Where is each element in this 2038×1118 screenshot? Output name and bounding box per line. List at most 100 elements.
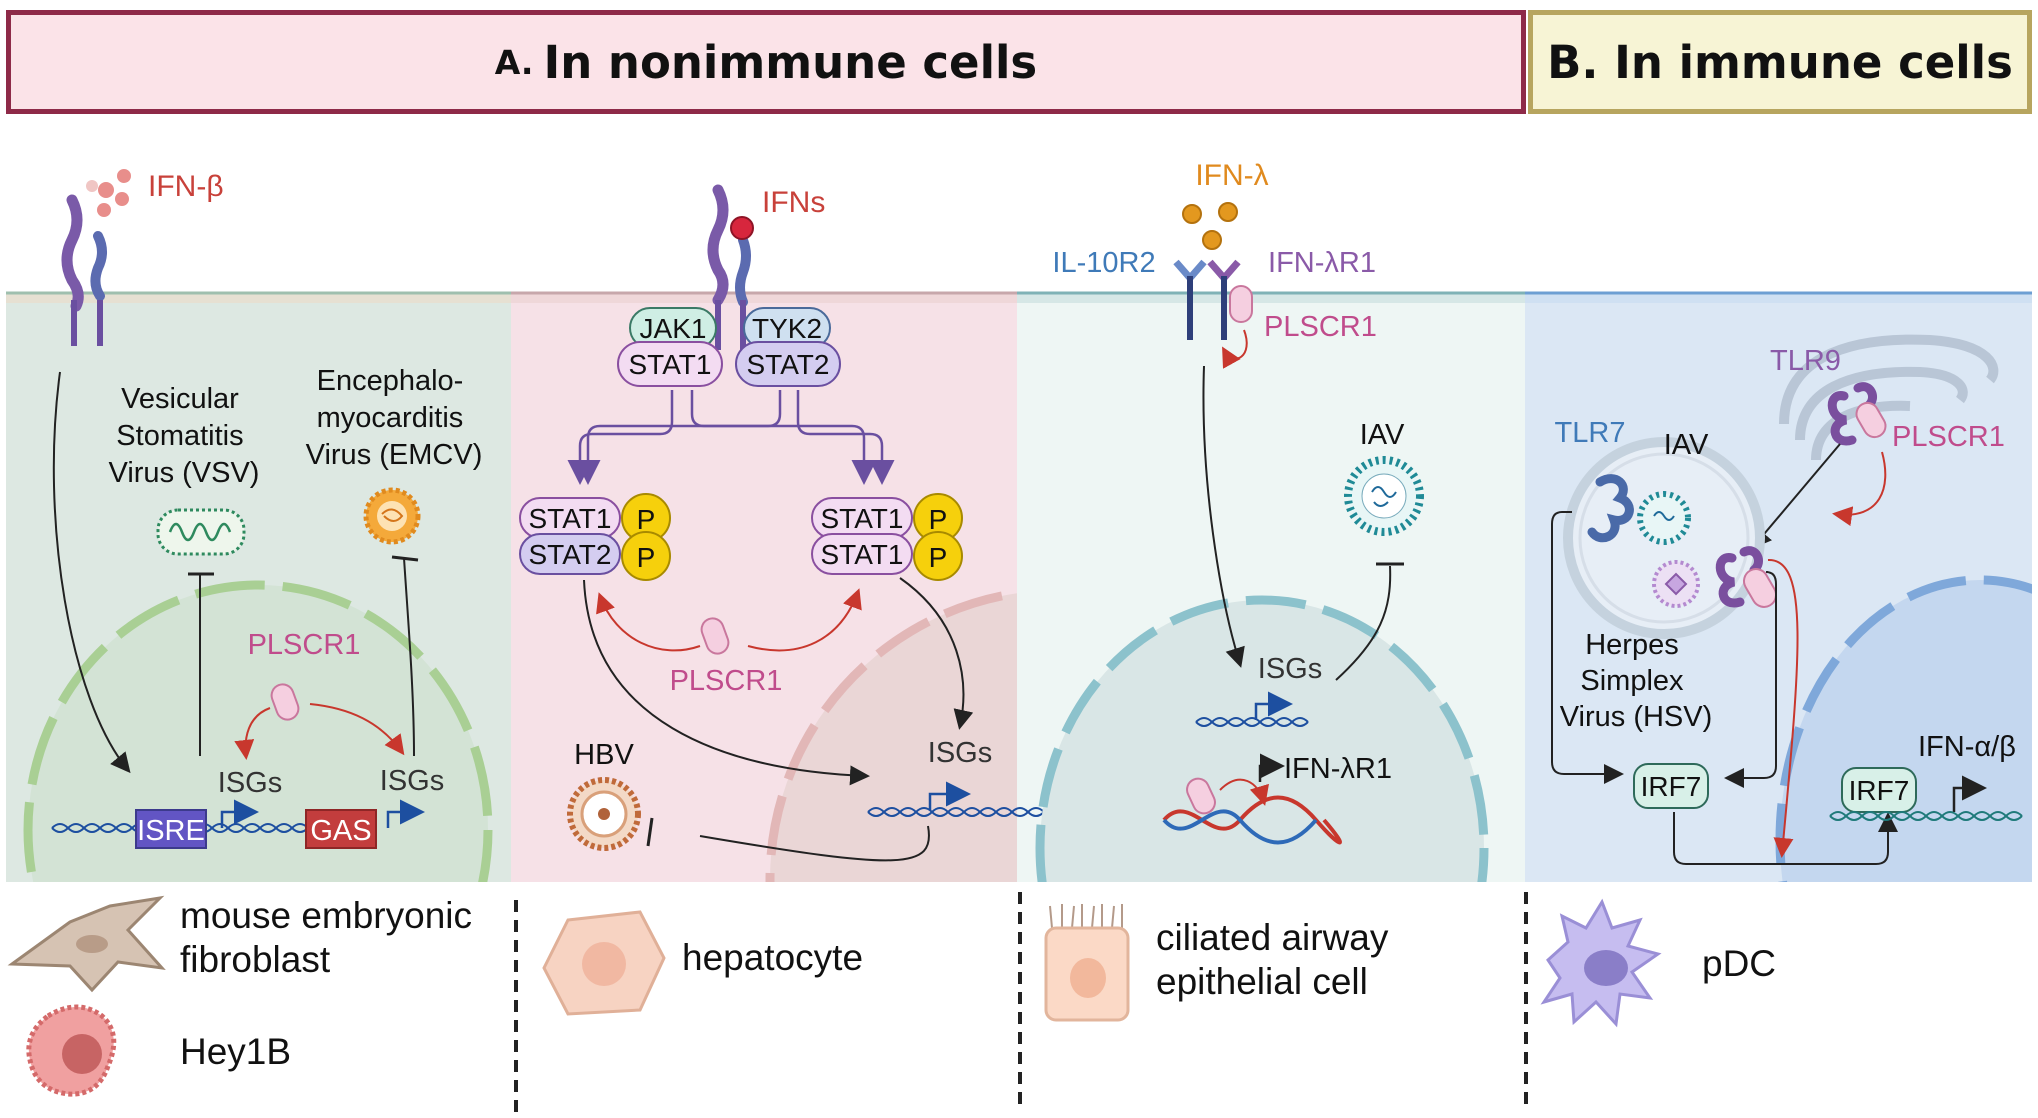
- header-a-title: In nonimmune cells: [543, 35, 1038, 89]
- pdc-label: pDC: [1702, 943, 1776, 984]
- plscr1-arrow-right: [309, 703, 405, 756]
- vsv-label: Vesicular Stomatitis Virus (VSV): [109, 383, 260, 489]
- plscr1-arrow-left: [234, 707, 271, 760]
- panel4-iav-label: IAV: [1664, 429, 1709, 461]
- panel2-isgs-label: ISGs: [928, 737, 992, 769]
- header-b-title: B. In immune cells: [1547, 35, 2013, 89]
- isre-label: ISRE: [137, 815, 205, 847]
- hey1b-label: Hey1B: [180, 1031, 291, 1072]
- tlr7-label: TLR7: [1555, 417, 1626, 449]
- stat2-box: [735, 341, 841, 387]
- panel3-plscr1-label: PLSCR1: [1264, 311, 1377, 343]
- panel2-nucleus: [765, 588, 1017, 882]
- arrow-dimer-right-to-isgs: [899, 577, 974, 730]
- phospho-left-1-label: P: [637, 504, 656, 535]
- hepatocyte-label: hepatocyte: [682, 937, 863, 978]
- isgs-inhibit-emcv: [403, 557, 415, 757]
- panel3-iav-label: IAV: [1360, 419, 1405, 451]
- ifns-ligand: [730, 216, 754, 240]
- il10r2-label: IL-10R2: [1052, 247, 1155, 279]
- phospho-right-2-label: P: [929, 542, 948, 573]
- panel3-plscr1-nuclear: [1186, 777, 1216, 815]
- pdc-cell-icon: [1540, 898, 1662, 1028]
- membrane-panel4: [1525, 291, 2032, 303]
- isgs-right-label: ISGs: [380, 765, 444, 797]
- irf7-right-box: [1841, 767, 1917, 813]
- stat-dimerization-arrows: [567, 390, 895, 485]
- hsv-label: Herpes Simplex Virus (HSV): [1560, 629, 1713, 733]
- panel3-tss-arrow-isgs: [1254, 691, 1293, 720]
- dimer-right-stat1b: [811, 533, 913, 575]
- panel1-plscr1-protein: [270, 683, 300, 721]
- ifn-beta-label: IFN-β: [148, 170, 224, 203]
- ifnlr1-receptor: [1207, 259, 1241, 340]
- plscr1-arrow-endosome: [1832, 451, 1887, 527]
- ifnlr1-gene-label: IFN-λR1: [1284, 753, 1392, 785]
- ifn-lambda-label: IFN-λ: [1195, 159, 1268, 192]
- plscr1-arrow-nucleus: [1767, 558, 1799, 858]
- membrane-panel1: [6, 291, 511, 303]
- irf7-left-label: IRF7: [1641, 771, 1702, 802]
- phospho-right-1-label: P: [929, 504, 948, 535]
- endosome-inner: [1578, 452, 1750, 624]
- panel3-iav-virus-icon: [1344, 456, 1424, 536]
- gas-label: GAS: [310, 815, 371, 847]
- panel3-isgs-label: ISGs: [1258, 653, 1322, 685]
- irf7-right-label: IRF7: [1849, 775, 1910, 806]
- panel4-dna-strand: [1829, 811, 2023, 821]
- inhibit-bar-emcv: [391, 555, 419, 562]
- ifns-label: IFNs: [762, 186, 825, 219]
- tss-arrow-isgs-right: [386, 799, 425, 828]
- ifn-beta-ligand: [86, 169, 131, 217]
- arrow-ifnl-to-isgs: [1202, 365, 1245, 668]
- plscr1-arrow-receptor: [1222, 329, 1248, 369]
- irf7-left-box: [1633, 763, 1709, 809]
- tlr9-endosome-icon: [1715, 546, 1763, 608]
- header-a-prefix: A.: [494, 42, 534, 82]
- fibroblast-cell-icon: [7, 895, 166, 993]
- ifn-alpha-beta-label: IFN-α/β: [1918, 731, 2016, 763]
- ciliated-cell-icon: [1044, 904, 1130, 1022]
- hbv-label: HBV: [574, 739, 634, 771]
- fibroblast-label: mouse embryonic fibroblast: [180, 895, 482, 980]
- hsv-virus-icon: [1652, 560, 1700, 608]
- arrow-irf7-to-nucleus: [1673, 812, 1898, 865]
- phospho-right-2: [913, 531, 963, 581]
- gas-box: [305, 809, 377, 849]
- membrane-panel2: [511, 291, 1017, 303]
- hepatocyte-cell-icon: [542, 910, 666, 1016]
- isgs-left-label: ISGs: [218, 767, 282, 799]
- arrow-dimer-left-to-isgs: [583, 579, 870, 786]
- hbv-virus-icon: [567, 777, 641, 851]
- emcv-label: Encephalo- myocarditis Virus (EMCV): [306, 365, 483, 471]
- panel2-tss-arrow: [928, 781, 971, 810]
- tlr7-receptor-icon: [1587, 474, 1634, 543]
- panel4-iav-virus-icon: [1637, 491, 1691, 545]
- phospho-left-2-label: P: [637, 542, 656, 573]
- panel2-plscr1-protein: [700, 617, 730, 655]
- tss-arrow-isgs-left: [220, 799, 259, 828]
- panel3-dna-isgs-strand: [1195, 717, 1309, 727]
- panel4-tss-arrow: [1952, 775, 1987, 812]
- plscr1-arrow-stat-left: [596, 592, 701, 652]
- hey1b-cell-icon: [26, 1004, 117, 1097]
- plscr1-arrow-ifnlr1-gene: [1219, 778, 1269, 806]
- panel3-plscr1-protein: [1229, 285, 1253, 323]
- inhibit-bar-hbv: [646, 817, 654, 847]
- endosome-plscr1-protein: [1743, 568, 1777, 608]
- arrow-ifnb-to-isre: [52, 371, 131, 774]
- ifns-receptor: [707, 184, 751, 350]
- isre-box: [135, 809, 207, 849]
- vsv-virus-icon: [156, 508, 246, 556]
- panel1-nucleus: [23, 580, 493, 882]
- isgs-inhibit-hbv: [699, 825, 930, 862]
- tlr9-plscr1-protein: [1855, 401, 1887, 439]
- ciliated-cell-label: ciliated airway epithelial cell: [1156, 917, 1399, 1002]
- ifn-beta-receptor: [61, 194, 107, 346]
- stat2-label: STAT2: [747, 349, 830, 380]
- stat1-label: STAT1: [629, 349, 712, 380]
- ifn-lambda-ligand: [1182, 202, 1238, 250]
- jak1-label: JAK1: [640, 313, 707, 344]
- membrane-panel3: [1017, 291, 1525, 303]
- tlr9-label: TLR9: [1770, 345, 1841, 377]
